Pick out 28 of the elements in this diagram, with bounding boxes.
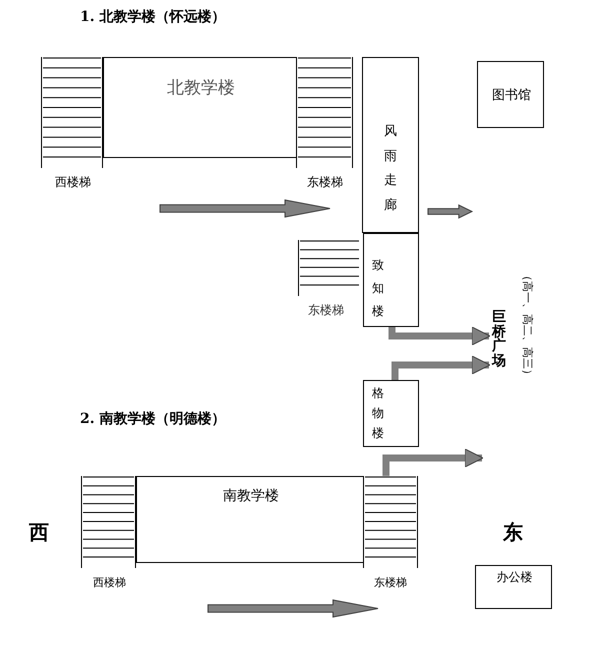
evacuation-arrow [388,326,490,346]
stair-label: 西楼梯 [55,175,91,190]
building-box [103,57,297,158]
evacuation-arrow [382,448,484,476]
stair-label: 东楼梯 [308,303,344,318]
building-name: 办公楼 [496,569,534,586]
stair-label: 东楼梯 [307,175,343,190]
building-name: 格物楼 [372,385,385,442]
building-box [363,233,419,327]
direction-label: 东 [503,520,523,544]
building-box [362,57,419,233]
evacuation-arrow [392,356,490,380]
stair-label: 东楼梯 [374,576,407,590]
building-name: 风雨走廊 [384,123,398,216]
direction-label: 西 [29,520,49,544]
stair-label: 西楼梯 [93,576,126,590]
section-heading: 1. 北教学楼（怀远楼） [80,9,226,26]
building-box [363,380,419,447]
building-name: 图书馆 [491,87,532,105]
building-name: 北教学楼 [166,77,236,100]
building-box [475,565,552,609]
building-name: 巨桥广场 [492,310,507,369]
building-box [477,61,544,128]
section-heading: 2. 南教学楼（明德楼） [80,411,226,428]
building-name: 致知楼 [372,257,385,320]
building-name: 南教学楼 [222,487,280,506]
building-box [136,476,364,563]
grade-note: （高一、高二、高三） [521,270,534,380]
